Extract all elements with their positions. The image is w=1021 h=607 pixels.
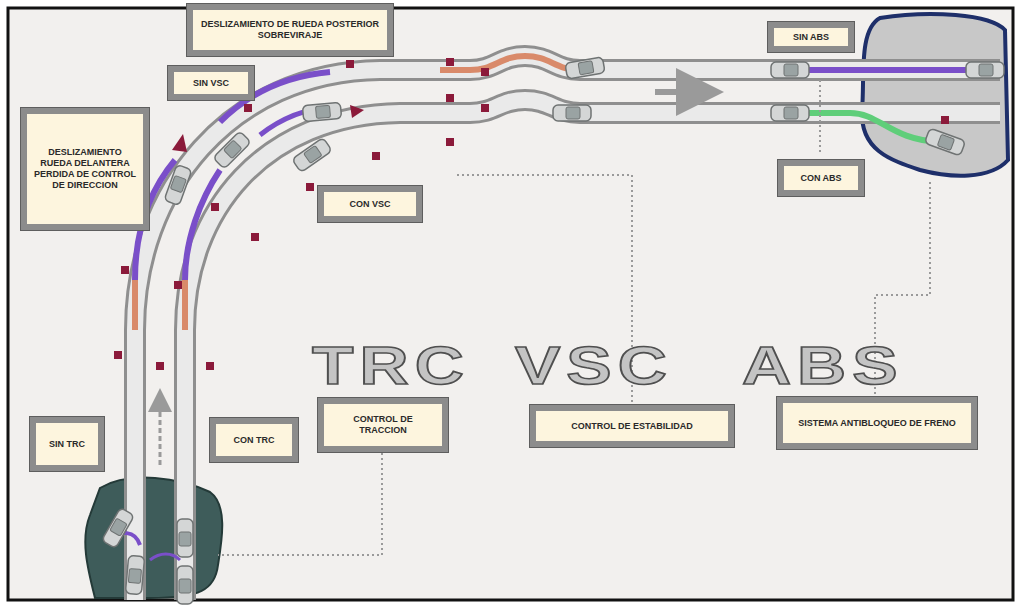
label-box: DESLIZAMIENTO DE RUEDA POSTERIOR SOBREVI… — [187, 4, 393, 56]
label-text: SIN TRC — [49, 439, 85, 450]
cars — [102, 57, 1004, 604]
label-text: CONTROL DE ESTABILIDAD — [571, 421, 693, 432]
slippery-surface — [85, 478, 222, 598]
road-tracks — [110, 56, 1000, 600]
label-text: CON TRC — [234, 435, 275, 446]
direction-arrow — [655, 89, 700, 95]
label-text: DESLIZAMIENTO RUEDA DELANTERA PERDIDA DE… — [32, 147, 138, 190]
label-text: CON ABS — [800, 173, 841, 184]
skid-arrow — [350, 105, 364, 118]
label-box: SIN VSC — [168, 66, 254, 100]
label-box: CONTROL DE TRACCION — [318, 398, 448, 452]
frame — [8, 8, 1013, 600]
label-box: SIN TRC — [30, 417, 104, 471]
label-text: SIN ABS — [793, 32, 829, 43]
label-text: DESLIZAMIENTO DE RUEDA POSTERIOR SOBREVI… — [198, 19, 382, 41]
label-text: CONTROL DE TRACCION — [329, 414, 437, 436]
label-text: SISTEMA ANTIBLOQUEO DE FRENO — [798, 418, 955, 429]
skid-arrow — [172, 134, 187, 152]
direction-arrow — [159, 400, 162, 465]
label-box: SIN ABS — [768, 22, 854, 52]
label-box: DESLIZAMIENTO RUEDA DELANTERA PERDIDA DE… — [21, 108, 149, 230]
slippery-surface — [862, 14, 1008, 176]
label-text: CON VSC — [349, 199, 390, 210]
label-box: CON ABS — [778, 160, 864, 196]
system-acronym: TRC — [312, 338, 470, 392]
label-box: SISTEMA ANTIBLOQUEO DE FRENO — [777, 397, 977, 449]
label-box: CONTROL DE ESTABILIDAD — [530, 405, 734, 447]
label-box: CON VSC — [318, 186, 422, 222]
label-text: SIN VSC — [193, 78, 229, 89]
label-box: CON TRC — [210, 418, 298, 462]
system-acronym: VSC — [515, 338, 673, 392]
leader-lines — [218, 80, 930, 555]
cones — [114, 58, 949, 370]
system-acronym: ABS — [742, 338, 904, 392]
